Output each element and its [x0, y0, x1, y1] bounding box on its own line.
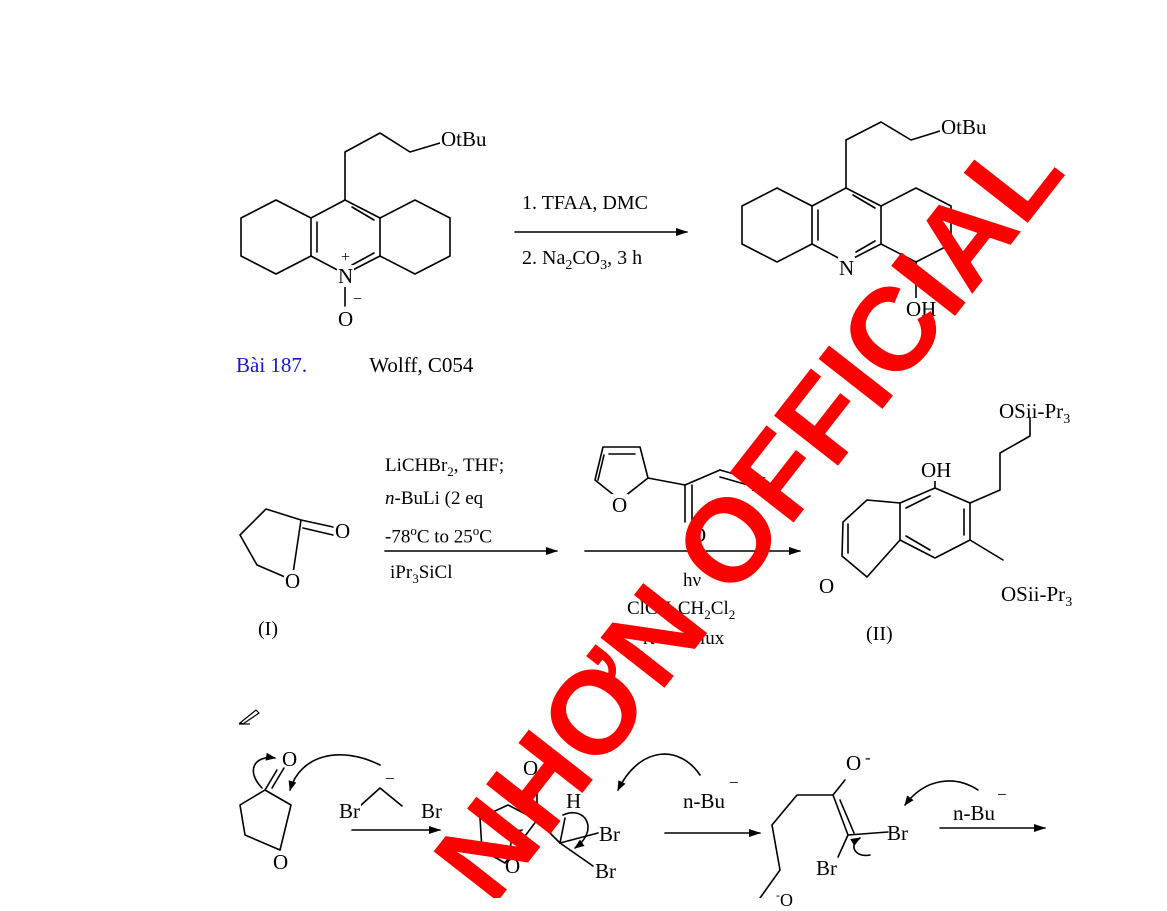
conditions-1-line-3: -78oC to 25oC [385, 523, 492, 548]
mech3-br-right: Br [887, 821, 908, 845]
reaction-1-condition-step2: 2. Na2CO3, 3 h [522, 247, 643, 273]
conditions-1-line-2: n-BuLi (2 eq [385, 488, 484, 509]
mech1-carbonyl-o: O [282, 747, 298, 771]
mech2-alkoxide-charge: − [543, 749, 553, 768]
product-2-furan-o: O [818, 574, 836, 598]
problem-header: Bài 187. Wolff, C054 [236, 353, 473, 377]
mech2-br-1: Br [599, 822, 620, 846]
reactant-1-o: O [337, 307, 355, 331]
product-2-oh: OH [920, 458, 953, 482]
product-1-otbu: OtBu [940, 115, 988, 139]
product-1-oh: OH [905, 297, 938, 321]
product-2-side-chain: OSii-Pr3 [1001, 582, 1073, 611]
mechanism-step-2 [479, 753, 761, 867]
mech1-br-right: Br [420, 799, 443, 823]
conditions-1-line-4: iPr3SiCl [390, 562, 453, 586]
diazoketone-structure [594, 446, 749, 523]
compound-i-label: (I) [258, 618, 278, 640]
reaction-1-condition-step1: 1. TFAA, DMC [522, 192, 648, 214]
mech2-base: n-Bu [683, 789, 725, 813]
mechanism-step-1 [239, 752, 441, 851]
diazoketone-furan-o: O [611, 493, 629, 517]
mech2-br-2: Br [595, 859, 616, 883]
mech1-carbanion-charge: − [385, 769, 395, 788]
reactant-1-n: N [337, 264, 355, 288]
product-2-top-chain: OSii-Pr3 [999, 399, 1071, 428]
conditions-2-light: hν [683, 570, 702, 591]
mech2-ring-o: O [505, 854, 521, 878]
reactant-1-n-plus: + [341, 249, 351, 266]
mech2-alkoxide-o: O [523, 756, 539, 780]
lactone-carbonyl-o: O [334, 519, 352, 543]
mech3-br-left: Br [816, 856, 837, 880]
conditions-2-solvent: ClCH2CH2Cl2 [627, 598, 736, 622]
mech3-enolate-o: O [846, 751, 862, 775]
product-1-n: N [838, 256, 856, 280]
diazoketone-n2: N2 [751, 472, 774, 501]
mech3-base-charge: − [997, 785, 1007, 804]
diazoketone-ketone-o: O [690, 523, 708, 547]
conditions-1-line-1: LiCHBr2, THF; [385, 455, 505, 479]
problem-number: Bài 187. [236, 353, 308, 377]
mech2-base-charge: − [729, 773, 739, 792]
mechanism-step-3 [759, 779, 1046, 898]
mech3-enolate-charge: - [865, 748, 871, 767]
mech2-h: H [566, 789, 582, 813]
mech1-br-left: Br [338, 799, 361, 823]
pencil-icon [238, 709, 260, 725]
lactone-ring-o: O [284, 569, 302, 593]
reactant-1-o-minus: − [353, 291, 363, 308]
reactant-1-otbu: OtBu [440, 127, 488, 151]
product-2-structure [841, 417, 1031, 578]
problem-reference: Wolff, C054 [369, 353, 474, 377]
lactone-structure [239, 508, 334, 581]
mech3-base: n-Bu [953, 801, 995, 825]
product-1-structure [741, 121, 952, 301]
compound-ii-label: (II) [866, 623, 893, 645]
mech1-ring-o: O [272, 850, 290, 874]
conditions-2-temperature: rt to reflux [643, 628, 725, 649]
